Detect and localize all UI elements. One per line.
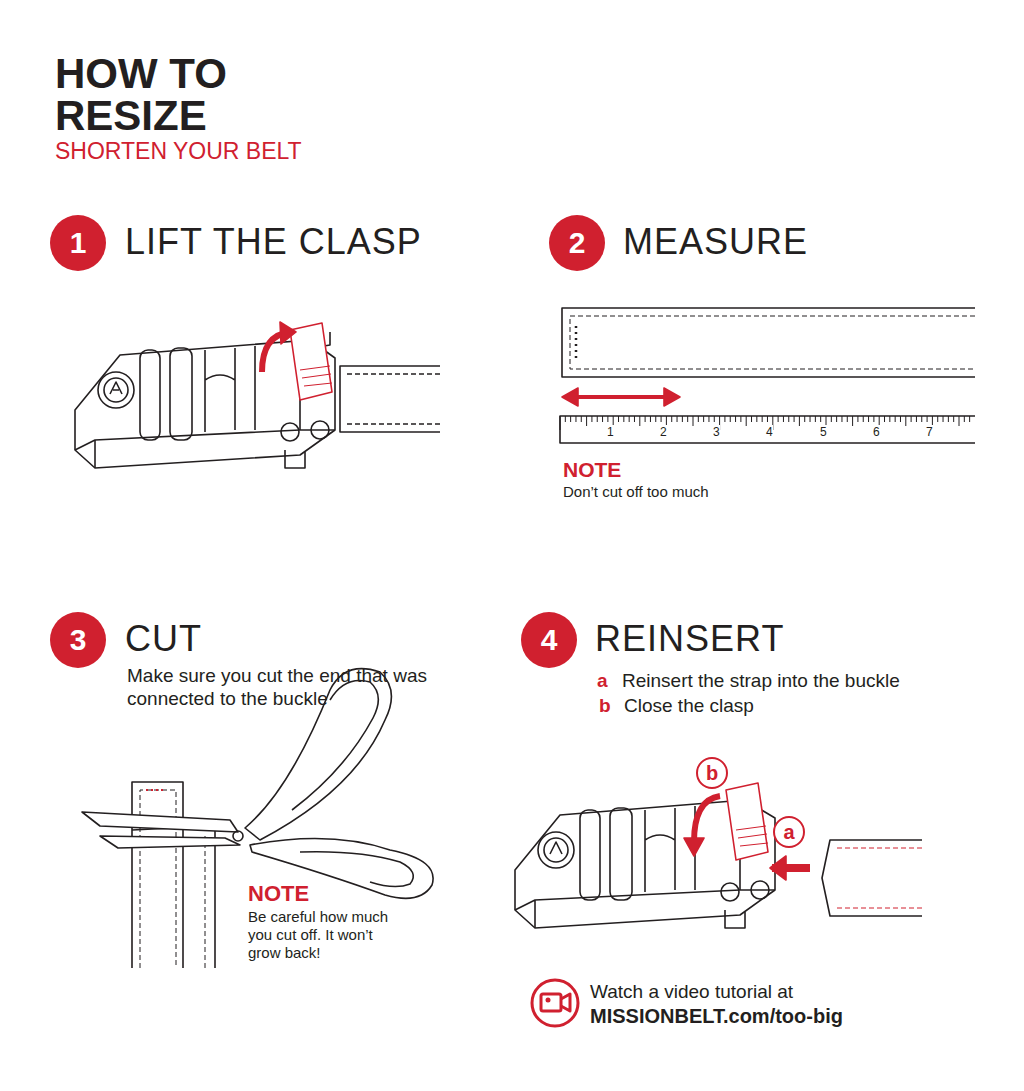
belt-strap-measure: [560, 308, 975, 443]
callout-node: a: [773, 816, 805, 848]
note-text: Be careful how much you cut off. It won’…: [248, 908, 408, 962]
step-heading: CUT: [125, 618, 202, 660]
ruler-number: 7: [926, 425, 933, 439]
step-number: 3: [50, 612, 106, 668]
step-number: 2: [549, 215, 605, 271]
step-heading: REINSERT: [595, 618, 784, 660]
video-text: Watch a video tutorial at: [590, 981, 793, 1004]
buckle-lift: [75, 322, 440, 468]
note-heading: NOTE: [563, 457, 621, 482]
ruler-number: 4: [766, 425, 773, 439]
note-text: Don’t cut off too much: [563, 483, 709, 501]
note-heading: NOTE: [248, 881, 309, 907]
sub-step-letter: b: [599, 695, 611, 718]
subtitle: SHORTEN YOUR BELT: [55, 138, 302, 166]
callout-letter: a: [773, 816, 805, 848]
video-icon: [532, 980, 578, 1026]
step-heading: MEASURE: [623, 221, 808, 263]
callout-letter: b: [696, 757, 728, 789]
instruction-text: Make sure you cut the end that was conne…: [127, 665, 427, 711]
video-url: MISSIONBELT.com/too-big: [590, 1004, 843, 1028]
callout-node: b: [696, 757, 728, 789]
scissors-cut: [82, 669, 433, 968]
instruction-text: Reinsert the strap into the buckle: [622, 670, 900, 693]
ruler-number: 2: [660, 425, 667, 439]
sub-step-letter: a: [597, 670, 608, 693]
ruler-number: 5: [820, 425, 827, 439]
step-number: 4: [521, 612, 577, 668]
step-number: 1: [50, 215, 106, 271]
step-heading: LIFT THE CLASP: [125, 221, 422, 263]
step-node: 4REINSERT: [521, 612, 577, 668]
step-node: 3CUT: [50, 612, 106, 668]
ruler-number: 1: [607, 425, 614, 439]
ruler-number: 6: [873, 425, 880, 439]
step-node: 2MEASURE: [549, 215, 605, 271]
ruler-number: 3: [713, 425, 720, 439]
title: HOW TO RESIZE: [55, 53, 305, 137]
step-node: 1LIFT THE CLASP: [50, 215, 106, 271]
ruler-ticks: [560, 416, 970, 430]
buckle-reinsert: [515, 783, 922, 928]
instruction-text: Close the clasp: [624, 695, 754, 718]
